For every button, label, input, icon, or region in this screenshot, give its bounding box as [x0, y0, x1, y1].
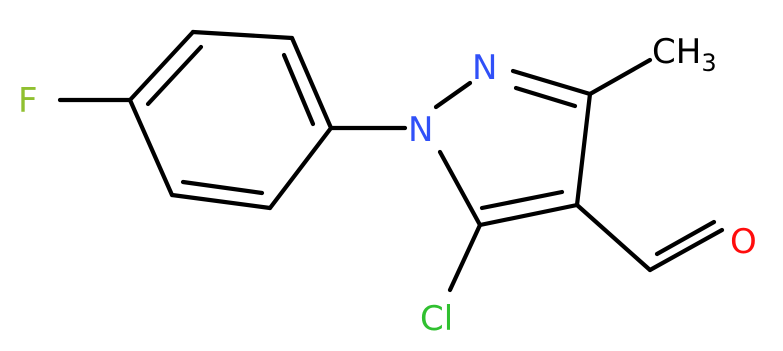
atom-label-n2: N: [472, 48, 497, 88]
atom-label-oxygen: O: [730, 222, 757, 262]
methyl-main-text: CH: [652, 32, 701, 72]
bond-c4-c5-inner: [479, 189, 565, 211]
bond-c-o-double-1: [647, 227, 725, 273]
bond-ring-4: [267, 125, 334, 211]
bond-c4-c5: [477, 202, 580, 228]
atom-label-methyl: CH3: [652, 32, 717, 77]
bond-ring-3-inner: [281, 52, 316, 127]
atom-label-n1: N: [408, 110, 433, 150]
bond-c5-cl: [447, 222, 483, 293]
bond-ring-1-inner: [145, 44, 204, 107]
bond-c-o-double-2: [654, 219, 717, 257]
fluorophenyl-ring: [127, 29, 334, 211]
methyl-subscript-text: 3: [701, 49, 716, 77]
bond-c3-c4: [574, 91, 593, 208]
bond-c5-n1: [437, 149, 483, 228]
pyrazole-ring: [433, 68, 593, 228]
atom-label-chlorine: Cl: [420, 299, 453, 339]
bond-c4-cho: [574, 202, 653, 273]
bond-n2-c3: [510, 68, 593, 97]
bond-n2-c3-inner: [513, 85, 578, 109]
atom-label-fluorine: F: [18, 81, 38, 121]
bond-ring-1: [127, 29, 196, 103]
bond-ring-5: [169, 192, 273, 211]
bond-c3-methyl: [587, 57, 653, 97]
bond-ring-2: [190, 29, 295, 41]
bond-ring-5-inner: [180, 179, 265, 196]
bond-ring-3: [289, 35, 334, 131]
bond-ring-6: [127, 97, 175, 198]
bond-n1-n2: [433, 80, 473, 110]
